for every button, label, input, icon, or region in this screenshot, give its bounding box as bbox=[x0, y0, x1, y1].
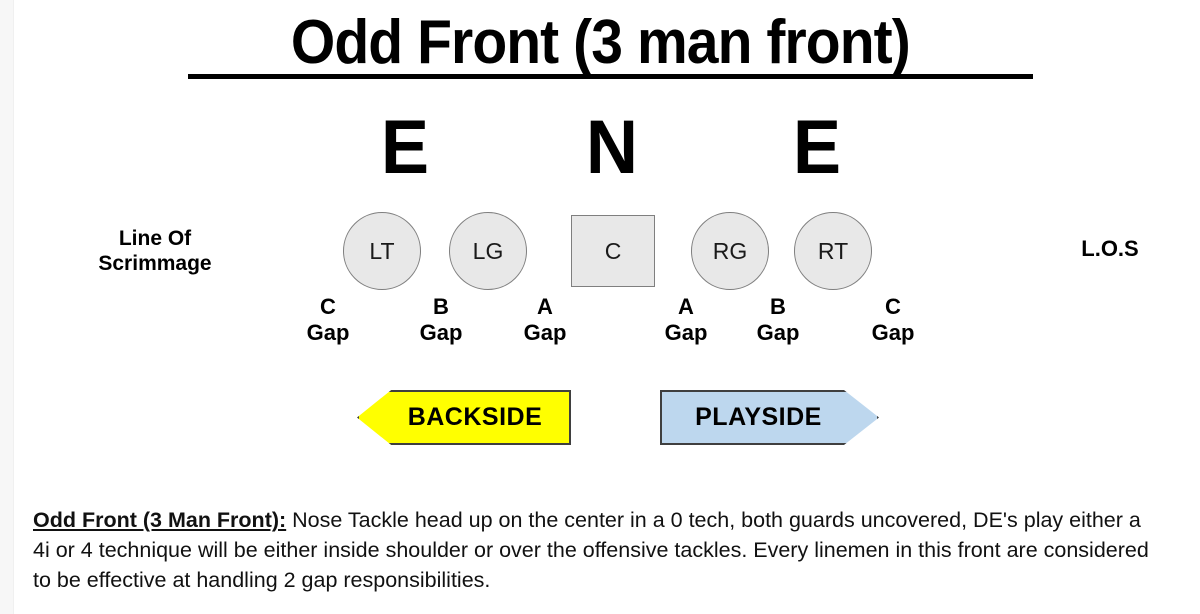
gap-letter: C bbox=[320, 294, 336, 319]
gap-word: Gap bbox=[871, 320, 915, 345]
offensive-right-tackle: RT bbox=[794, 212, 872, 290]
caption-body: Nose Tackle head up on the center in a 0… bbox=[33, 508, 1149, 592]
gap-letter: B bbox=[770, 294, 786, 319]
page-title-text: Odd Front (3 man front) bbox=[290, 8, 911, 77]
offensive-left-tackle: LT bbox=[343, 212, 421, 290]
page-title: Odd Front (3 man front) bbox=[0, 10, 1200, 76]
offensive-right-guard: RG bbox=[691, 212, 769, 290]
gap-label-c-playside: C Gap bbox=[848, 294, 938, 346]
playside-arrow-right-icon: PLAYSIDE bbox=[660, 390, 879, 445]
gap-word: Gap bbox=[664, 320, 708, 345]
line-of-scrimmage-label-right: L.O.S bbox=[1081, 236, 1139, 261]
gap-word: Gap bbox=[419, 320, 463, 345]
los-label-line2: Scrimmage bbox=[98, 252, 212, 275]
gap-label-c-backside: C Gap bbox=[283, 294, 373, 346]
backside-arrow-label: BACKSIDE bbox=[407, 403, 543, 431]
defensive-end-left: E bbox=[380, 105, 430, 190]
gap-word: Gap bbox=[523, 320, 567, 345]
gap-letter: B bbox=[433, 294, 449, 319]
caption-paragraph: Odd Front (3 Man Front): Nose Tackle hea… bbox=[33, 505, 1153, 595]
gap-word: Gap bbox=[756, 320, 800, 345]
caption-lead: Odd Front (3 Man Front): bbox=[33, 508, 287, 532]
gap-label-a-backside: A Gap bbox=[500, 294, 590, 346]
offensive-left-guard: LG bbox=[449, 212, 527, 290]
defensive-end-right: E bbox=[792, 105, 842, 190]
title-underline-rule bbox=[188, 74, 1033, 79]
gap-letter: A bbox=[537, 294, 553, 319]
playside-arrow-label: PLAYSIDE bbox=[695, 403, 822, 431]
left-margin-strip bbox=[0, 0, 14, 614]
gap-label-b-playside: B Gap bbox=[733, 294, 823, 346]
gap-letter: C bbox=[885, 294, 901, 319]
los-label-line1: Line Of bbox=[118, 227, 192, 250]
backside-arrow-left-icon: BACKSIDE bbox=[357, 390, 571, 445]
gap-letter: A bbox=[678, 294, 694, 319]
gap-word: Gap bbox=[306, 320, 350, 345]
gap-label-a-playside: A Gap bbox=[641, 294, 731, 346]
gap-label-b-backside: B Gap bbox=[396, 294, 486, 346]
nose-tackle: N bbox=[585, 105, 639, 190]
line-of-scrimmage-label-left: Line Of Scrimmage bbox=[55, 226, 255, 276]
offensive-center: C bbox=[571, 215, 655, 287]
